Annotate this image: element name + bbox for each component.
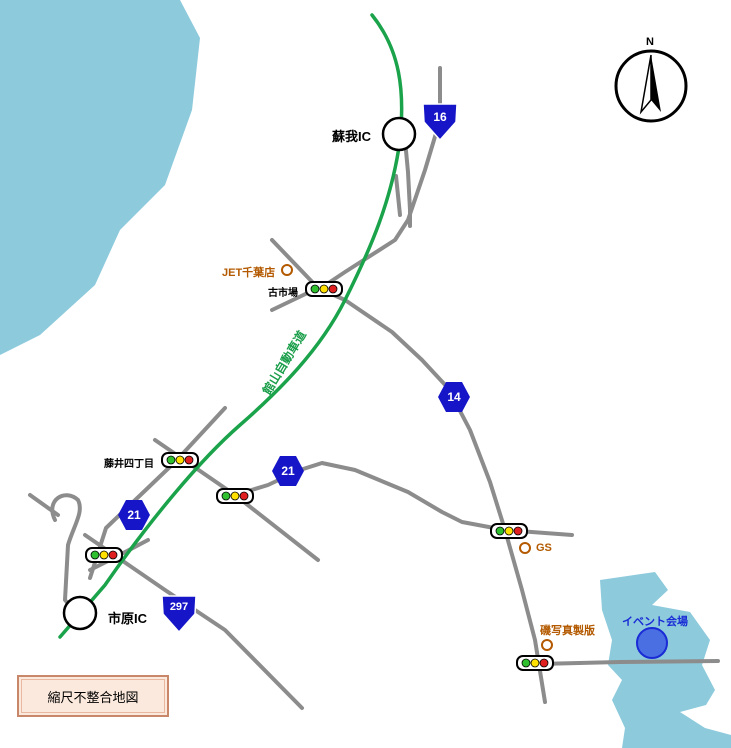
soga-ic-label: 蘇我IC — [332, 129, 372, 144]
traffic-light-fujii — [161, 452, 199, 468]
expressway-line — [58, 13, 404, 639]
event-road — [536, 659, 720, 666]
traffic-light-gs — [490, 523, 528, 539]
route-297-shield — [161, 595, 197, 634]
route-21-north-hexagon — [272, 456, 304, 486]
route-14-hexagon — [438, 382, 470, 412]
jet-label: JET千葉店 — [222, 267, 276, 279]
route-16-branch — [394, 138, 412, 228]
route-14-label: 14 — [447, 390, 461, 404]
scale-note: 縮尺不整合地図 — [17, 675, 169, 717]
photo-marker — [541, 639, 553, 651]
compass-north-label: N — [646, 36, 654, 48]
ichihara-ic-label: 市原IC — [108, 611, 148, 626]
traffic-light-route21 — [216, 488, 254, 504]
furuichiba-label: 古市場 — [268, 288, 298, 299]
route-16-label: 16 — [433, 110, 447, 124]
loop-road — [28, 493, 82, 617]
compass-icon — [614, 49, 688, 123]
traffic-light-event — [516, 655, 554, 671]
route-16-road — [313, 66, 442, 294]
sea-tokyo-bay — [0, 0, 200, 355]
gs-label: GS — [536, 542, 552, 554]
event-venue-marker — [636, 627, 668, 659]
route-297-label: 297 — [169, 601, 189, 613]
jet-marker — [281, 264, 293, 276]
traffic-light-furuichiba — [305, 281, 343, 297]
soga-ic-circle — [381, 116, 417, 152]
route-21-east-branch — [233, 493, 320, 562]
route-21-west-label: 21 — [127, 508, 141, 522]
event-venue-label: イベント会場 — [622, 616, 688, 628]
route-16-shield — [422, 103, 458, 142]
route-21-north-label: 21 — [281, 464, 295, 478]
fujii-label: 藤井四丁目 — [104, 459, 154, 470]
ichihara-ic-circle — [62, 595, 98, 631]
gs-marker — [519, 542, 531, 554]
route-21-west-hexagon — [118, 500, 150, 530]
furuichiba-road — [270, 238, 547, 704]
traffic-light-ichihara — [85, 547, 123, 563]
photo-label: 磯写真製版 — [540, 625, 595, 637]
